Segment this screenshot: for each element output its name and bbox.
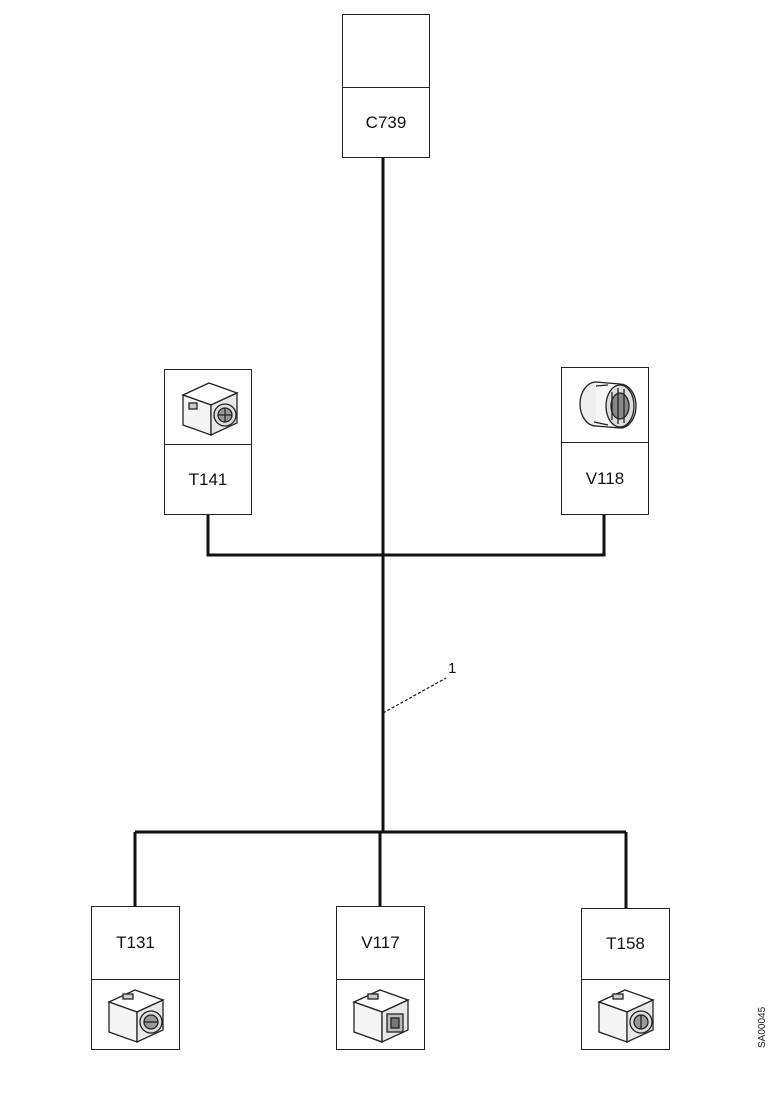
component-label: T131 [116, 933, 155, 952]
component-t158: T158 [581, 908, 670, 1050]
blank-cell [343, 15, 429, 87]
connector-icon [582, 979, 669, 1049]
branch-mid [206, 513, 606, 557]
component-t141: T141 [164, 369, 252, 515]
connector-icon [165, 370, 251, 444]
round-connector-icon [562, 368, 648, 442]
connector-icon [337, 979, 424, 1049]
callout-number: 1 [448, 660, 457, 677]
component-label: T158 [606, 934, 645, 953]
component-label: V118 [562, 442, 648, 514]
connector-icon [92, 979, 179, 1049]
callout-leader [382, 677, 447, 714]
component-v117: V117 [336, 906, 425, 1050]
component-label: V117 [361, 933, 400, 952]
component-label: T141 [165, 444, 251, 514]
component-c739: C739 [342, 14, 430, 158]
component-t131: T131 [91, 906, 180, 1050]
component-label: C739 [343, 87, 429, 157]
figure-id: SA00045 [757, 1006, 768, 1048]
component-v118: V118 [561, 367, 649, 515]
